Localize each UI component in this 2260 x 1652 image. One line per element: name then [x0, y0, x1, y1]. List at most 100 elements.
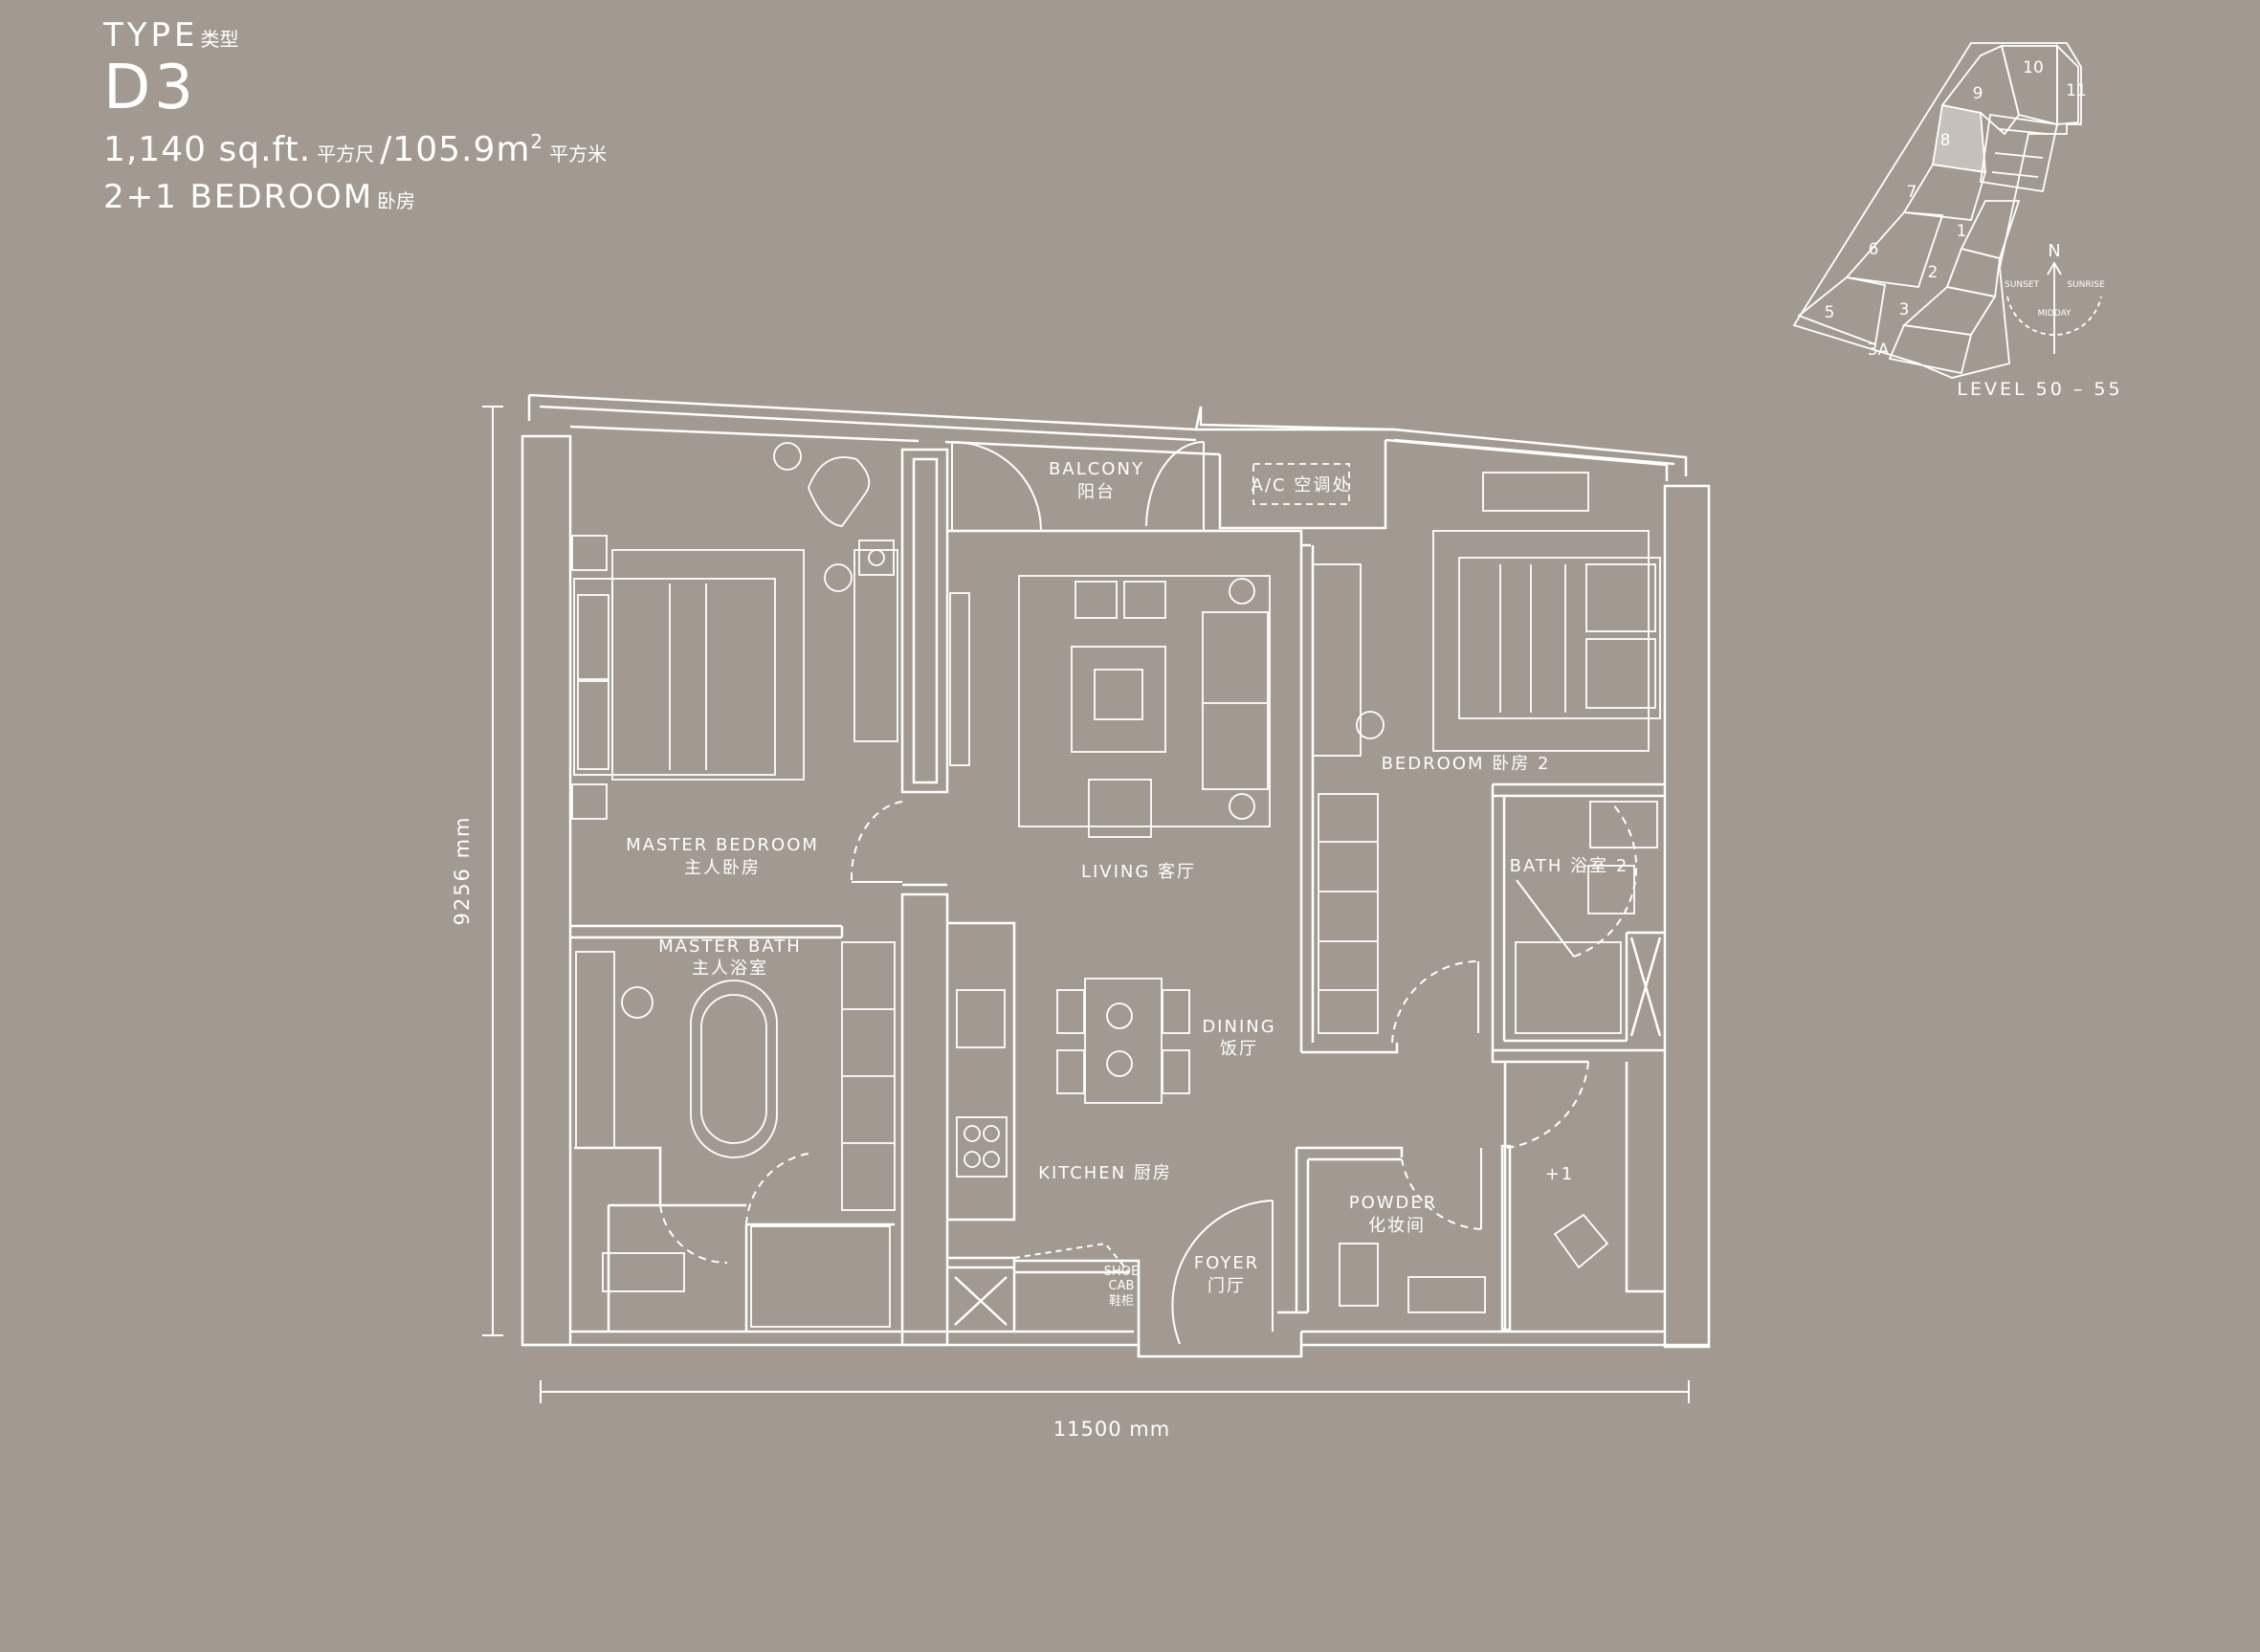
kitchen-left-wall: [900, 892, 949, 1347]
key-plan-outline: [1792, 42, 2082, 379]
key-unit-8: 8: [1940, 131, 1951, 150]
label-plus-one: +1: [1545, 1164, 1575, 1184]
plan-lines: [521, 393, 1711, 1358]
left-wall: [521, 434, 572, 1347]
mb-bath-partition: [570, 924, 842, 939]
bed2-left-wall: [1299, 545, 1315, 1052]
key-unit-9: 9: [1973, 84, 1983, 103]
master-bed-pillow: [577, 594, 609, 680]
key-unit-2: 2: [1928, 263, 1939, 282]
key-plan-unit-7: [1902, 164, 1987, 221]
bed2-pillow-2: [1585, 638, 1656, 709]
bed2-bench: [1482, 472, 1589, 512]
compass-sunset-label: SUNSET: [2005, 280, 2039, 290]
label-master-bath-cn: 主人浴室: [692, 958, 768, 979]
label-foyer-cn: 门厅: [1208, 1276, 1246, 1296]
master-desk-lamp-dot: [868, 549, 885, 566]
mbath-shower: [750, 1225, 891, 1328]
ac-door-swing: [1145, 441, 1205, 527]
master-desk: [853, 549, 898, 742]
bath2-shower: [1515, 941, 1622, 1034]
mbath-tub-inner: [700, 994, 767, 1144]
kitchen-counter: [947, 921, 1016, 1222]
area-line: 1,140 sq.ft.平方尺/105.9m2平方米: [103, 132, 612, 167]
compass-icon: [2006, 261, 2102, 354]
label-kitchen: KITCHEN 厨房: [1038, 1163, 1172, 1183]
master-desk-lamp: [858, 540, 895, 576]
area-sqm-cn: 平方米: [549, 143, 608, 165]
bath2-door-leaf: [1516, 879, 1575, 958]
plus1-hatched-wall: [1500, 1144, 1512, 1332]
column-center-left-inner: [912, 457, 939, 784]
kitchen-burner-1: [964, 1125, 981, 1142]
area-sqm: /105.9m: [380, 130, 531, 169]
entry-jambs: [1137, 1332, 1303, 1356]
kitchen-x: [954, 1276, 1008, 1326]
label-dining: DINING: [1202, 1017, 1275, 1037]
plus1-chair: [1553, 1213, 1609, 1269]
bed2-pillow-1: [1585, 563, 1656, 632]
living-lamp-1: [1229, 578, 1255, 605]
label-balcony-cn: 阳台: [1077, 482, 1116, 502]
label-master-bath: MASTER BATH: [658, 936, 802, 957]
mbath-stool: [621, 986, 654, 1019]
key-unit-11: 11: [2066, 81, 2087, 100]
mbath-toilet: [602, 1252, 685, 1292]
powder-toilet: [1339, 1243, 1379, 1307]
bath2-vanity: [1589, 801, 1658, 848]
compass-midday-label: MIDDAY: [2037, 309, 2072, 319]
furniture: [571, 442, 1661, 1328]
label-bath-2: BATH 浴室 2: [1510, 856, 1629, 876]
balcony-door-swing: [951, 441, 1042, 532]
label-dining-cn: 饭厅: [1220, 1039, 1258, 1059]
dining-table: [1084, 978, 1163, 1104]
mbath-tub: [690, 980, 778, 1158]
master-bed-pillow-2: [577, 680, 609, 770]
key-plan-numbers: 10 11 9 8 7 1 6 2 5 3 3A: [1825, 58, 2087, 360]
label-bedroom-2: BEDROOM 卧房 2: [1382, 754, 1551, 774]
key-unit-7: 7: [1907, 183, 1917, 202]
key-plan-level: LEVEL 50 – 55: [1957, 379, 2122, 400]
bath2-bottom-wall: [1493, 1039, 1665, 1052]
living-sofa: [1202, 611, 1269, 790]
dining-chair-4: [1162, 1049, 1190, 1094]
dining-chair-2: [1056, 1049, 1085, 1094]
mb-door-swing: [850, 801, 903, 881]
mbath-wc-wall: [607, 1153, 662, 1332]
living-top-wall: [947, 529, 1311, 547]
living-lamp-2: [1229, 793, 1255, 820]
label-master-bedroom: MASTER BEDROOM: [626, 835, 819, 855]
bed2-rug: [1432, 530, 1650, 752]
dimension-lines: [482, 406, 1690, 1403]
dining-chair-1: [1056, 989, 1085, 1034]
master-lounge-chair: [808, 456, 871, 527]
width-dimension-line: [540, 1380, 1690, 1403]
label-shoe-1: SHOE: [1104, 1265, 1139, 1279]
bath2-left-wall: [1491, 784, 1506, 1050]
bath2-shaft-x: [1629, 936, 1662, 1037]
master-chair-stool: [824, 563, 853, 592]
label-powder-cn: 化妆间: [1368, 1216, 1426, 1236]
compass-sunrise-label: SUNRISE: [2067, 280, 2105, 290]
glazing-line-2: [527, 395, 1394, 431]
area-sqft: 1,140 sq.ft.: [103, 130, 312, 169]
bath2-shaft: [1625, 931, 1665, 1041]
label-shoe-cn: 鞋柜: [1109, 1293, 1134, 1309]
area-sqm-sup: 2: [530, 130, 544, 153]
bed2-bed-lines: [1499, 564, 1566, 713]
bed2-wardrobe: [1318, 793, 1379, 1034]
key-plan-unit-11: [2056, 43, 2079, 125]
label-height-dimension: 9256 mm: [451, 815, 474, 925]
mbath-wardrobe-lines: [842, 1008, 895, 1144]
living-coffee-table: [1071, 646, 1166, 753]
label-width-dimension: 11500 mm: [1053, 1418, 1170, 1441]
room-labels: BALCONY 阳台 A/C 空调处 MASTER BEDROOM 主人卧房 L…: [626, 459, 1629, 1309]
label-living: LIVING 客厅: [1081, 862, 1196, 882]
bed2-closet-base: [1301, 1043, 1399, 1054]
bath2-toilet: [1587, 865, 1635, 914]
bed2-wardrobe-lines: [1318, 841, 1378, 991]
mbath-vanity: [575, 951, 615, 1149]
compass-north-arrow: [2047, 261, 2062, 275]
shoe-cab-fold: [1013, 1242, 1130, 1273]
